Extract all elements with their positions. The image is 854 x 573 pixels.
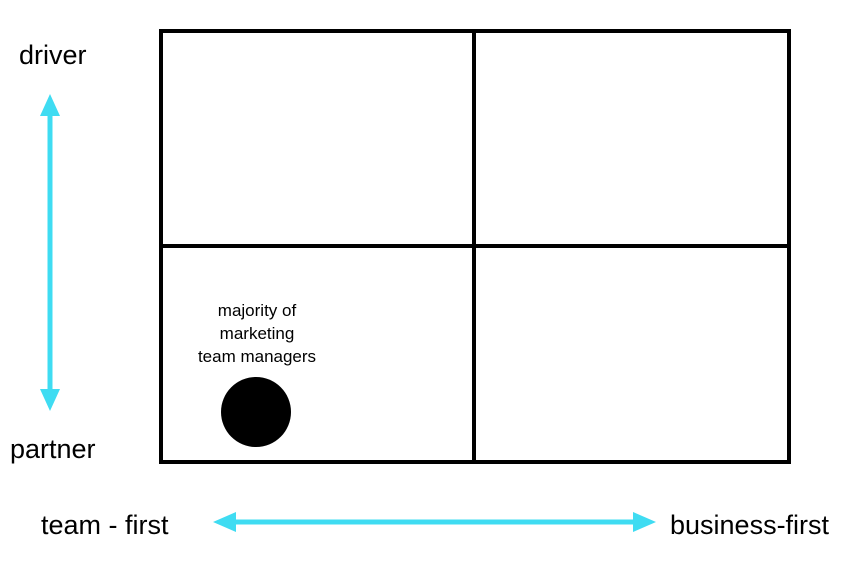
bottom-left-quadrant-note: majority of marketing team managers xyxy=(179,299,335,368)
note-line-3: team managers xyxy=(197,347,317,366)
horizontal-double-arrow xyxy=(213,512,656,532)
axis-label-business-first: business-first xyxy=(670,510,830,540)
axis-label-team-first: team - first xyxy=(41,510,169,540)
note-line-1: majority of xyxy=(217,301,297,320)
axis-label-partner: partner xyxy=(10,434,96,464)
position-marker-dot xyxy=(221,377,291,447)
vertical-double-arrow xyxy=(40,94,60,411)
two-by-two-matrix xyxy=(159,29,791,464)
matrix-horizontal-divider xyxy=(159,244,791,248)
axis-label-driver: driver xyxy=(19,40,87,70)
note-line-2: marketing xyxy=(219,324,295,343)
